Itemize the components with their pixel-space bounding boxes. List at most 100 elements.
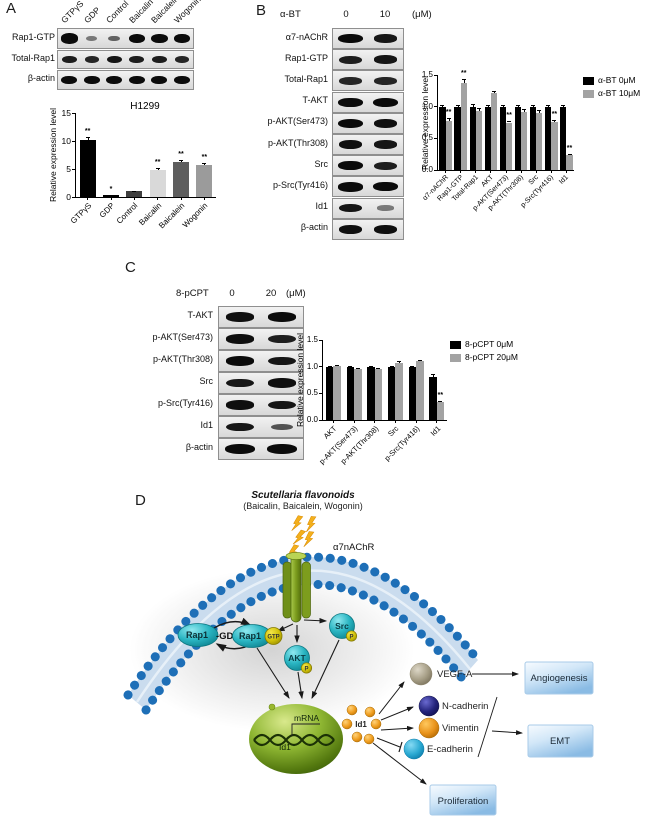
chart-bar: [551, 121, 558, 170]
blot-band: [373, 34, 398, 43]
id1-to-vegfa-arrow: [378, 681, 405, 715]
x-category-label: AKT: [322, 424, 339, 441]
chart-plot-area: **********: [434, 70, 574, 173]
y-axis-label: Relative expression level: [48, 107, 58, 203]
chart-bar: [149, 169, 166, 197]
error-bar-cap: [438, 400, 443, 402]
blot-row-label: β-actin: [27, 73, 55, 83]
src-to-nucleus-arrow: [311, 639, 340, 699]
y-tick-mark: [72, 112, 76, 114]
chart-bar: [408, 366, 416, 420]
blot-lane-box: [332, 218, 404, 240]
x-tick-mark: [535, 170, 537, 173]
x-tick-mark: [394, 420, 396, 423]
chart-bar: [367, 366, 375, 420]
error-bar: [524, 109, 526, 112]
y-tick-label: 0.0: [306, 415, 318, 424]
significance-marker: **: [461, 70, 467, 78]
blot-row-label: p-AKT(Ser473): [267, 116, 328, 127]
error-bar-cap: [440, 104, 445, 106]
blot-band: [83, 75, 100, 85]
id1-to-proliferation-arrow: [372, 742, 427, 785]
panel-d-label: D: [135, 492, 146, 509]
significance-marker: **: [551, 110, 558, 118]
y-tick-label: 5: [66, 164, 71, 174]
error-bar-cap: [516, 105, 520, 107]
x-tick-mark: [565, 170, 567, 173]
dose-0-label-c: 0: [229, 288, 235, 299]
blot-row-label: p-Src(Tyr416): [157, 398, 213, 408]
blot-band: [373, 55, 398, 64]
error-bar: [399, 361, 401, 364]
significance-marker: **: [154, 158, 161, 166]
panel-a-label: A: [6, 0, 17, 17]
blot-band: [339, 55, 362, 64]
blot-lane-box: [218, 394, 304, 416]
chart-bar: [490, 93, 498, 170]
stimulus-title: Scutellaria flavonoids: [251, 490, 355, 501]
error-bar-cap: [485, 105, 490, 107]
nucleus: [249, 704, 343, 774]
error-bar-cap: [389, 365, 394, 367]
chart-bar: [436, 402, 445, 420]
y-tick-label: 10: [61, 136, 71, 146]
emt-box: [527, 724, 594, 758]
vegfa-sphere: [409, 662, 433, 686]
y-axis-label: Relative expression level: [420, 75, 430, 170]
chart-bar: [460, 83, 467, 170]
blot-band: [373, 118, 398, 128]
error-bar-cap: [537, 109, 542, 111]
blot-band: [225, 356, 255, 366]
x-category-label: Src: [386, 424, 401, 439]
error-bar-cap: [410, 365, 415, 367]
x-tick-mark: [520, 170, 522, 173]
src-phospho-badge: [345, 630, 358, 642]
blot-lane-box: [332, 28, 404, 49]
blot-lane-box: [332, 155, 404, 177]
significance-marker: **: [201, 153, 208, 161]
blot-band: [173, 34, 190, 43]
legend-swatch: [583, 77, 594, 85]
signaling-arrows: [213, 617, 340, 700]
chart-bar: [454, 106, 461, 170]
id1-to-ecadherin-inhibition: [376, 737, 401, 748]
blot-row-label: Total-Rap1: [11, 52, 55, 63]
akt-text: AKT: [288, 653, 306, 663]
x-category-label: Id1: [558, 174, 571, 186]
treatment-name-c: 8-pCPT: [176, 288, 209, 299]
blot-band: [224, 444, 256, 454]
chart-bar: [374, 369, 383, 420]
error-bar-cap: [85, 137, 90, 139]
y-tick-mark: [319, 392, 323, 394]
blot-row-label: Src: [199, 376, 214, 386]
error-bar-cap: [179, 160, 183, 162]
y-tick-mark: [434, 106, 438, 108]
blot-row-label: T-AKT: [187, 310, 213, 320]
proliferation-box: [429, 784, 497, 816]
legend-label: 8-pCPT 20μM: [465, 352, 518, 362]
blot-band: [151, 75, 167, 85]
blot-row-label: β-actin: [300, 222, 328, 233]
blot-row-label: p-AKT(Thr308): [152, 354, 213, 364]
chart-bar: [173, 161, 189, 197]
blot-band: [128, 75, 145, 85]
legend-label: 8-pCPT 0μM: [465, 339, 514, 349]
blot-band: [61, 75, 77, 85]
emt-label: EMT: [550, 736, 570, 747]
dose-1-label-b: 10: [379, 9, 391, 20]
chart-bar: [387, 366, 396, 420]
error-bar-cap: [430, 373, 435, 375]
angiogenesis-box: [524, 661, 594, 695]
rap1-gdp-text: Rap1: [186, 630, 208, 640]
y-tick-mark: [72, 140, 76, 142]
blot-row-label: β-actin: [185, 442, 213, 452]
chart-bar: [103, 195, 119, 197]
blot-band: [108, 35, 120, 42]
chart-bar: [445, 120, 452, 170]
blot-band: [373, 224, 398, 234]
significance-marker: *: [109, 185, 113, 193]
blot-band: [225, 334, 255, 344]
significance-marker: **: [437, 391, 444, 399]
gtp-badge: [264, 627, 283, 645]
blot-band: [129, 55, 144, 64]
